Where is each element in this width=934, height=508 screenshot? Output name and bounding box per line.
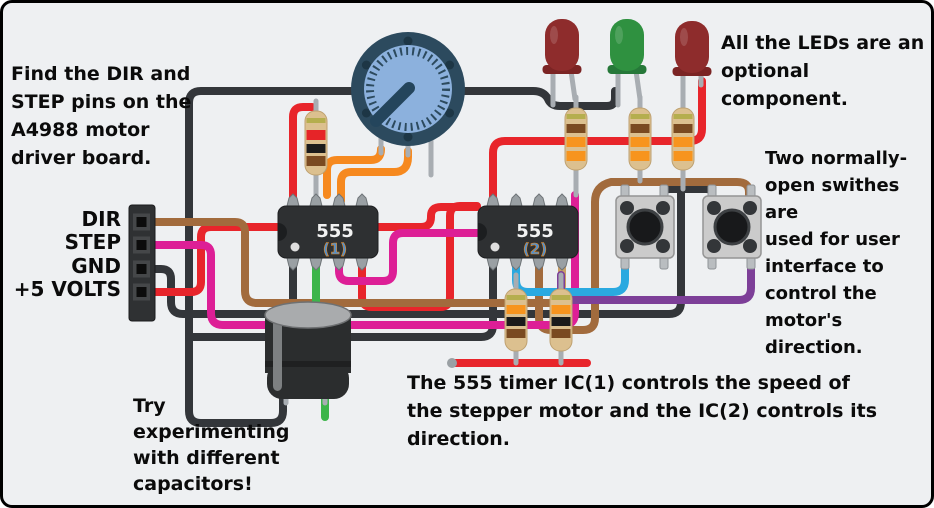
pin-header-pin-5v [133, 283, 150, 301]
resistor-led-1 [564, 94, 588, 198]
pin-label-5v: +5 VOLTS [13, 277, 121, 302]
ic2-label: 555 [516, 221, 554, 242]
wire-black-gnd [149, 187, 685, 318]
note-capacitors: Try experimenting with different capacit… [133, 395, 290, 495]
pin-label-step: STEP [64, 230, 121, 255]
note-switches: Two normally- open swithes are used for … [765, 148, 908, 358]
led-red-1 [542, 19, 582, 108]
wire-red-resistor-feed [289, 103, 316, 201]
potentiometer-screws [361, 36, 455, 142]
ic1-label: 555 [316, 221, 354, 242]
capacitor-top [264, 301, 352, 329]
potentiometer-tick-ring [366, 47, 450, 131]
resistor-led-2 [628, 94, 652, 184]
pushbutton-2 [702, 184, 762, 270]
ic1-pin1-dot [290, 242, 300, 252]
wire-black-pot-loop [185, 87, 412, 427]
led-red-2 [672, 21, 712, 110]
wire-cyan-switch1 [512, 255, 629, 296]
resistor-led-3 [671, 100, 695, 192]
header-pin-labels: DIR STEP GND +5 VOLTS [7, 207, 121, 302]
note-a4988: Find the DIR and STEP pins on the A4988 … [11, 63, 192, 169]
ic2-number: (2) [523, 240, 547, 258]
circuit-diagram: 555 (1) 555 (2) [128, 19, 762, 427]
pushbutton-2-cap [713, 208, 751, 246]
resistor-lower-2 [549, 272, 573, 366]
ic2-pin1-dot [490, 242, 500, 252]
resistor-timing [304, 98, 328, 202]
resistor-lower-1 [504, 272, 528, 366]
pin-header-pin-step [133, 236, 150, 254]
note-leds: All the LEDs are an optional component. [721, 32, 925, 110]
ic1-555: 555 (1) [277, 193, 379, 271]
ic1-notch [278, 223, 287, 241]
pin-header-pin-dir [133, 213, 150, 231]
ic2-notch [478, 223, 487, 241]
wire-red-end-ferrule [447, 358, 457, 368]
wire-magenta-ic1-to-ic2 [335, 229, 481, 285]
led-green [607, 19, 647, 108]
wire-red-ic1-to-ic2 [358, 202, 481, 311]
wire-red-led3 [489, 77, 706, 201]
potentiometer-pointer [370, 82, 415, 127]
capacitor [264, 301, 352, 406]
ic2-555: 555 (2) [477, 193, 579, 271]
pushbutton-1 [615, 184, 675, 270]
note-timers: The 555 timer IC(1) controls the speed o… [407, 372, 878, 450]
pin-label-gnd: GND [71, 253, 121, 278]
pin-header [128, 204, 156, 322]
wire-brown-dir [149, 218, 559, 307]
ic1-number: (1) [323, 240, 347, 258]
pushbutton-1-cap [626, 208, 664, 246]
pin-label-dir: DIR [81, 207, 121, 231]
potentiometer [351, 32, 465, 178]
wire-orange-pot-2 [337, 147, 412, 205]
pin-header-pin-gnd [133, 260, 150, 278]
